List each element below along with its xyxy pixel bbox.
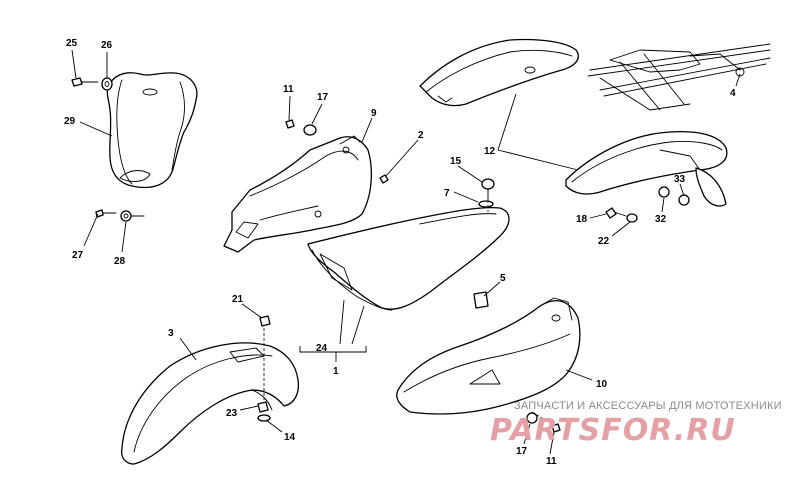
callout-23: 23 <box>226 408 238 419</box>
callout-21: 21 <box>232 294 244 305</box>
cover-spacer-17 <box>526 412 538 424</box>
rear-subframe <box>587 43 771 111</box>
callout-27: 27 <box>72 250 84 261</box>
seat-washer-7 <box>478 200 494 208</box>
screw-27 <box>95 209 117 218</box>
rear-fender-bottom <box>565 130 728 207</box>
watermark-logo: PARTSFOR.RU <box>490 413 736 448</box>
callout-5: 5 <box>500 273 506 284</box>
callout-11-upper: 11 <box>283 84 294 95</box>
callout-12: 12 <box>484 146 496 157</box>
callout-32: 32 <box>655 214 667 225</box>
cover-bolt-11 <box>551 423 561 433</box>
callout-labels: 25 26 29 27 28 11 17 9 2 15 7 12 4 33 18… <box>64 38 736 467</box>
callout-28: 28 <box>114 256 126 267</box>
callout-2: 2 <box>418 130 424 141</box>
callout-10: 10 <box>596 379 608 390</box>
callout-18: 18 <box>576 214 588 225</box>
callout-4: 4 <box>730 88 736 99</box>
callout-14: 14 <box>284 432 296 443</box>
callout-26: 26 <box>101 40 113 51</box>
fender-bolt-33 <box>678 194 690 206</box>
right-side-cover <box>396 297 581 415</box>
watermark: ЗАПЧАСТИ И АКСЕССУАРЫ ДЛЯ МОТОТЕХНИКИ PA… <box>490 400 782 448</box>
leader-lines <box>71 49 741 455</box>
callout-1: 1 <box>333 366 339 377</box>
left-side-panel <box>223 135 372 253</box>
watermark-subtitle: ЗАПЧАСТИ И АКСЕССУАРЫ ДЛЯ МОТОТЕХНИКИ <box>514 400 782 412</box>
front-fender <box>120 342 300 465</box>
fender-washer-14 <box>257 414 271 422</box>
fender-washer-22 <box>626 213 638 223</box>
grommet-28 <box>120 210 145 222</box>
panel-spacer-17 <box>303 124 317 136</box>
fender-screw-23 <box>257 401 269 413</box>
callout-7: 7 <box>444 188 450 199</box>
callout-11-lower: 11 <box>546 456 557 467</box>
rear-fender-top <box>419 38 579 107</box>
callout-9: 9 <box>371 108 377 119</box>
plate-bolt-25 <box>71 77 99 87</box>
fender-bolt-18 <box>605 207 627 219</box>
panel-bolt-11 <box>285 119 295 129</box>
seat-assembly <box>307 206 510 311</box>
callout-17-lower: 17 <box>516 446 528 457</box>
callout-25: 25 <box>66 38 78 49</box>
fender-bolt-21 <box>259 315 271 327</box>
front-number-plate <box>106 72 198 189</box>
plate-washer-26 <box>101 77 113 91</box>
callout-22: 22 <box>598 236 610 247</box>
fender-nut-32 <box>658 186 670 198</box>
callout-24: 24 <box>316 343 328 354</box>
callout-3: 3 <box>168 328 174 339</box>
callout-17-upper: 17 <box>317 92 329 103</box>
callout-29: 29 <box>64 116 76 127</box>
callout-33: 33 <box>674 174 686 185</box>
screw-2 <box>379 174 389 184</box>
callout-15: 15 <box>450 156 462 167</box>
